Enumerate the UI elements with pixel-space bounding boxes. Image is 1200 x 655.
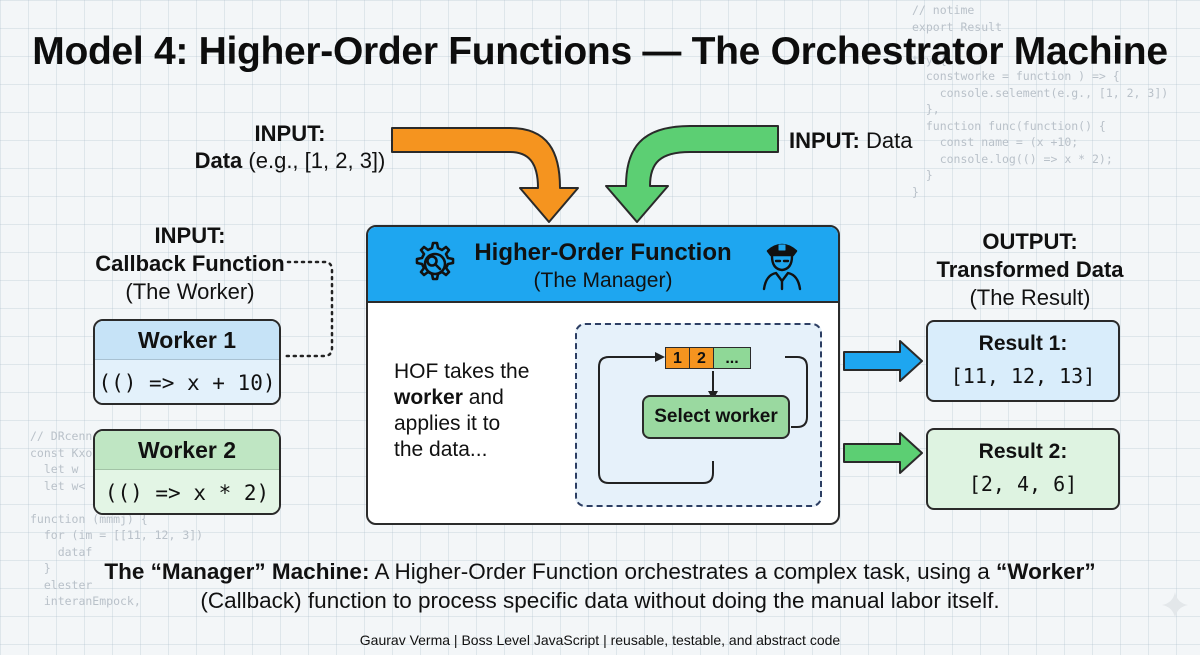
worker-1-code: (() => x + 10) [95, 360, 279, 403]
police-officer-icon [762, 243, 802, 291]
hof-machine: Higher-Order Function (The Manager) HOF … [366, 225, 840, 525]
input-data-word: Data [194, 148, 243, 173]
input-data-label-left: INPUT: Data (e.g., [1, 2, 3]) [180, 120, 400, 174]
input-data-text: Data [859, 128, 913, 153]
processing-loop-area: 1 2 ... Select worker [575, 323, 822, 507]
input-data-label-right: INPUT: Data [789, 128, 912, 154]
data-chip-1: 1 [665, 347, 689, 369]
input-heading: INPUT: [789, 128, 860, 153]
data-chip-2: 2 [689, 347, 713, 369]
caption: The “Manager” Machine: A Higher-Order Fu… [60, 557, 1140, 615]
loop-arrows [598, 352, 808, 484]
callback-connector [282, 260, 334, 358]
result-1-value: [11, 12, 13] [950, 364, 1096, 388]
worker-1-title: Worker 1 [95, 321, 279, 360]
select-worker-step: Select worker [642, 395, 790, 439]
hof-desc-line-2: and [462, 386, 504, 409]
output-label: OUTPUT: Transformed Data (The Result) [918, 228, 1142, 312]
blue-output-arrow [843, 340, 923, 382]
code-snippet-bottom-left: // DRcenn const Kxo let w let w< functio… [30, 428, 203, 610]
hof-header: Higher-Order Function (The Manager) [368, 227, 838, 303]
caption-bold-1: The “Manager” Machine: [104, 559, 370, 584]
worker-2-code: (() => x * 2) [95, 470, 279, 513]
code-snippet-top-right: // notime export Result try { constworke… [912, 2, 1168, 200]
page-title: Model 4: Higher-Order Functions — The Or… [32, 30, 1168, 73]
worker-2-title: Worker 2 [95, 431, 279, 470]
output-arrows [843, 340, 923, 474]
output-name: Transformed Data [936, 257, 1124, 282]
hof-desc-line-3: applies it to [394, 412, 501, 435]
gear-magnifier-icon [415, 241, 455, 281]
result-1-box: Result 1: [11, 12, 13] [926, 320, 1120, 402]
callback-input-label: INPUT: Callback Function (The Worker) [80, 222, 300, 306]
code-lines: // notime export Result try { constworke… [912, 3, 1169, 199]
footer-credit: Gaurav Verma | Boss Level JavaScript | r… [359, 632, 841, 648]
sparkle-icon [1162, 592, 1188, 618]
worker-1-box: Worker 1 (() => x + 10) [93, 319, 281, 405]
result-2-value: [2, 4, 6] [968, 472, 1078, 496]
hof-desc-line-1: HOF takes the [394, 360, 530, 383]
result-2-box: Result 2: [2, 4, 6] [926, 428, 1120, 510]
callback-name: Callback Function [95, 251, 285, 276]
output-sub: (The Result) [969, 285, 1091, 310]
hof-desc-bold: worker [394, 386, 463, 409]
green-output-arrow [843, 432, 923, 474]
input-example: (e.g., [1, 2, 3]) [242, 148, 386, 173]
orange-input-arrow [391, 127, 579, 223]
input-heading: INPUT: [254, 121, 326, 146]
hof-description: HOF takes the worker and applies it to t… [394, 359, 554, 463]
code-lines: // DRcenn const Kxo let w let w< functio… [30, 429, 204, 608]
data-chip-ellipsis: ... [713, 347, 751, 369]
result-1-title: Result 1: [978, 332, 1068, 355]
caption-text-2: (Callback) function to process specific … [200, 588, 1000, 613]
green-input-arrow [605, 125, 779, 223]
hof-desc-line-4: the data... [394, 438, 488, 461]
caption-bold-2: “Worker” [995, 559, 1096, 584]
result-2-title: Result 2: [978, 440, 1068, 463]
hof-title: Higher-Order Function [474, 239, 732, 266]
callback-sub: (The Worker) [125, 279, 255, 304]
worker-2-box: Worker 2 (() => x * 2) [93, 429, 281, 515]
callback-heading: INPUT: [154, 223, 226, 248]
input-arrows [391, 125, 779, 223]
output-heading: OUTPUT: [982, 229, 1078, 254]
caption-text-1: A Higher-Order Function orchestrates a c… [369, 559, 996, 584]
hof-subtitle: (The Manager) [533, 269, 673, 292]
